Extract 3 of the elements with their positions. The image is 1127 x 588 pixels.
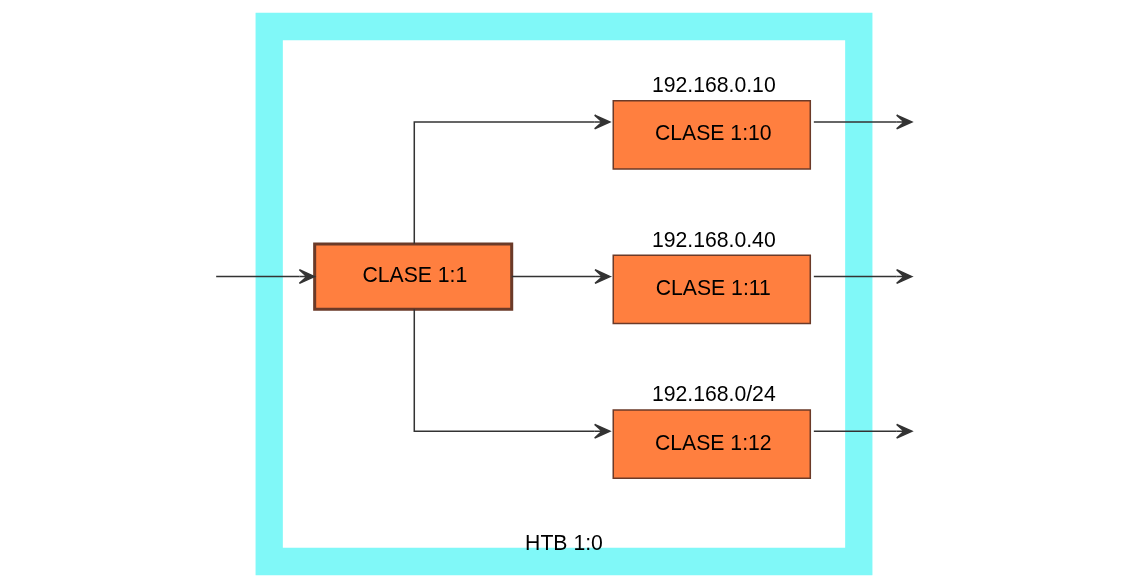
node-label: 192.168.0.40 [651,227,776,251]
node-label: 192.168.0.10 [651,72,776,96]
node-label: 192.168.0/24 [651,382,776,406]
